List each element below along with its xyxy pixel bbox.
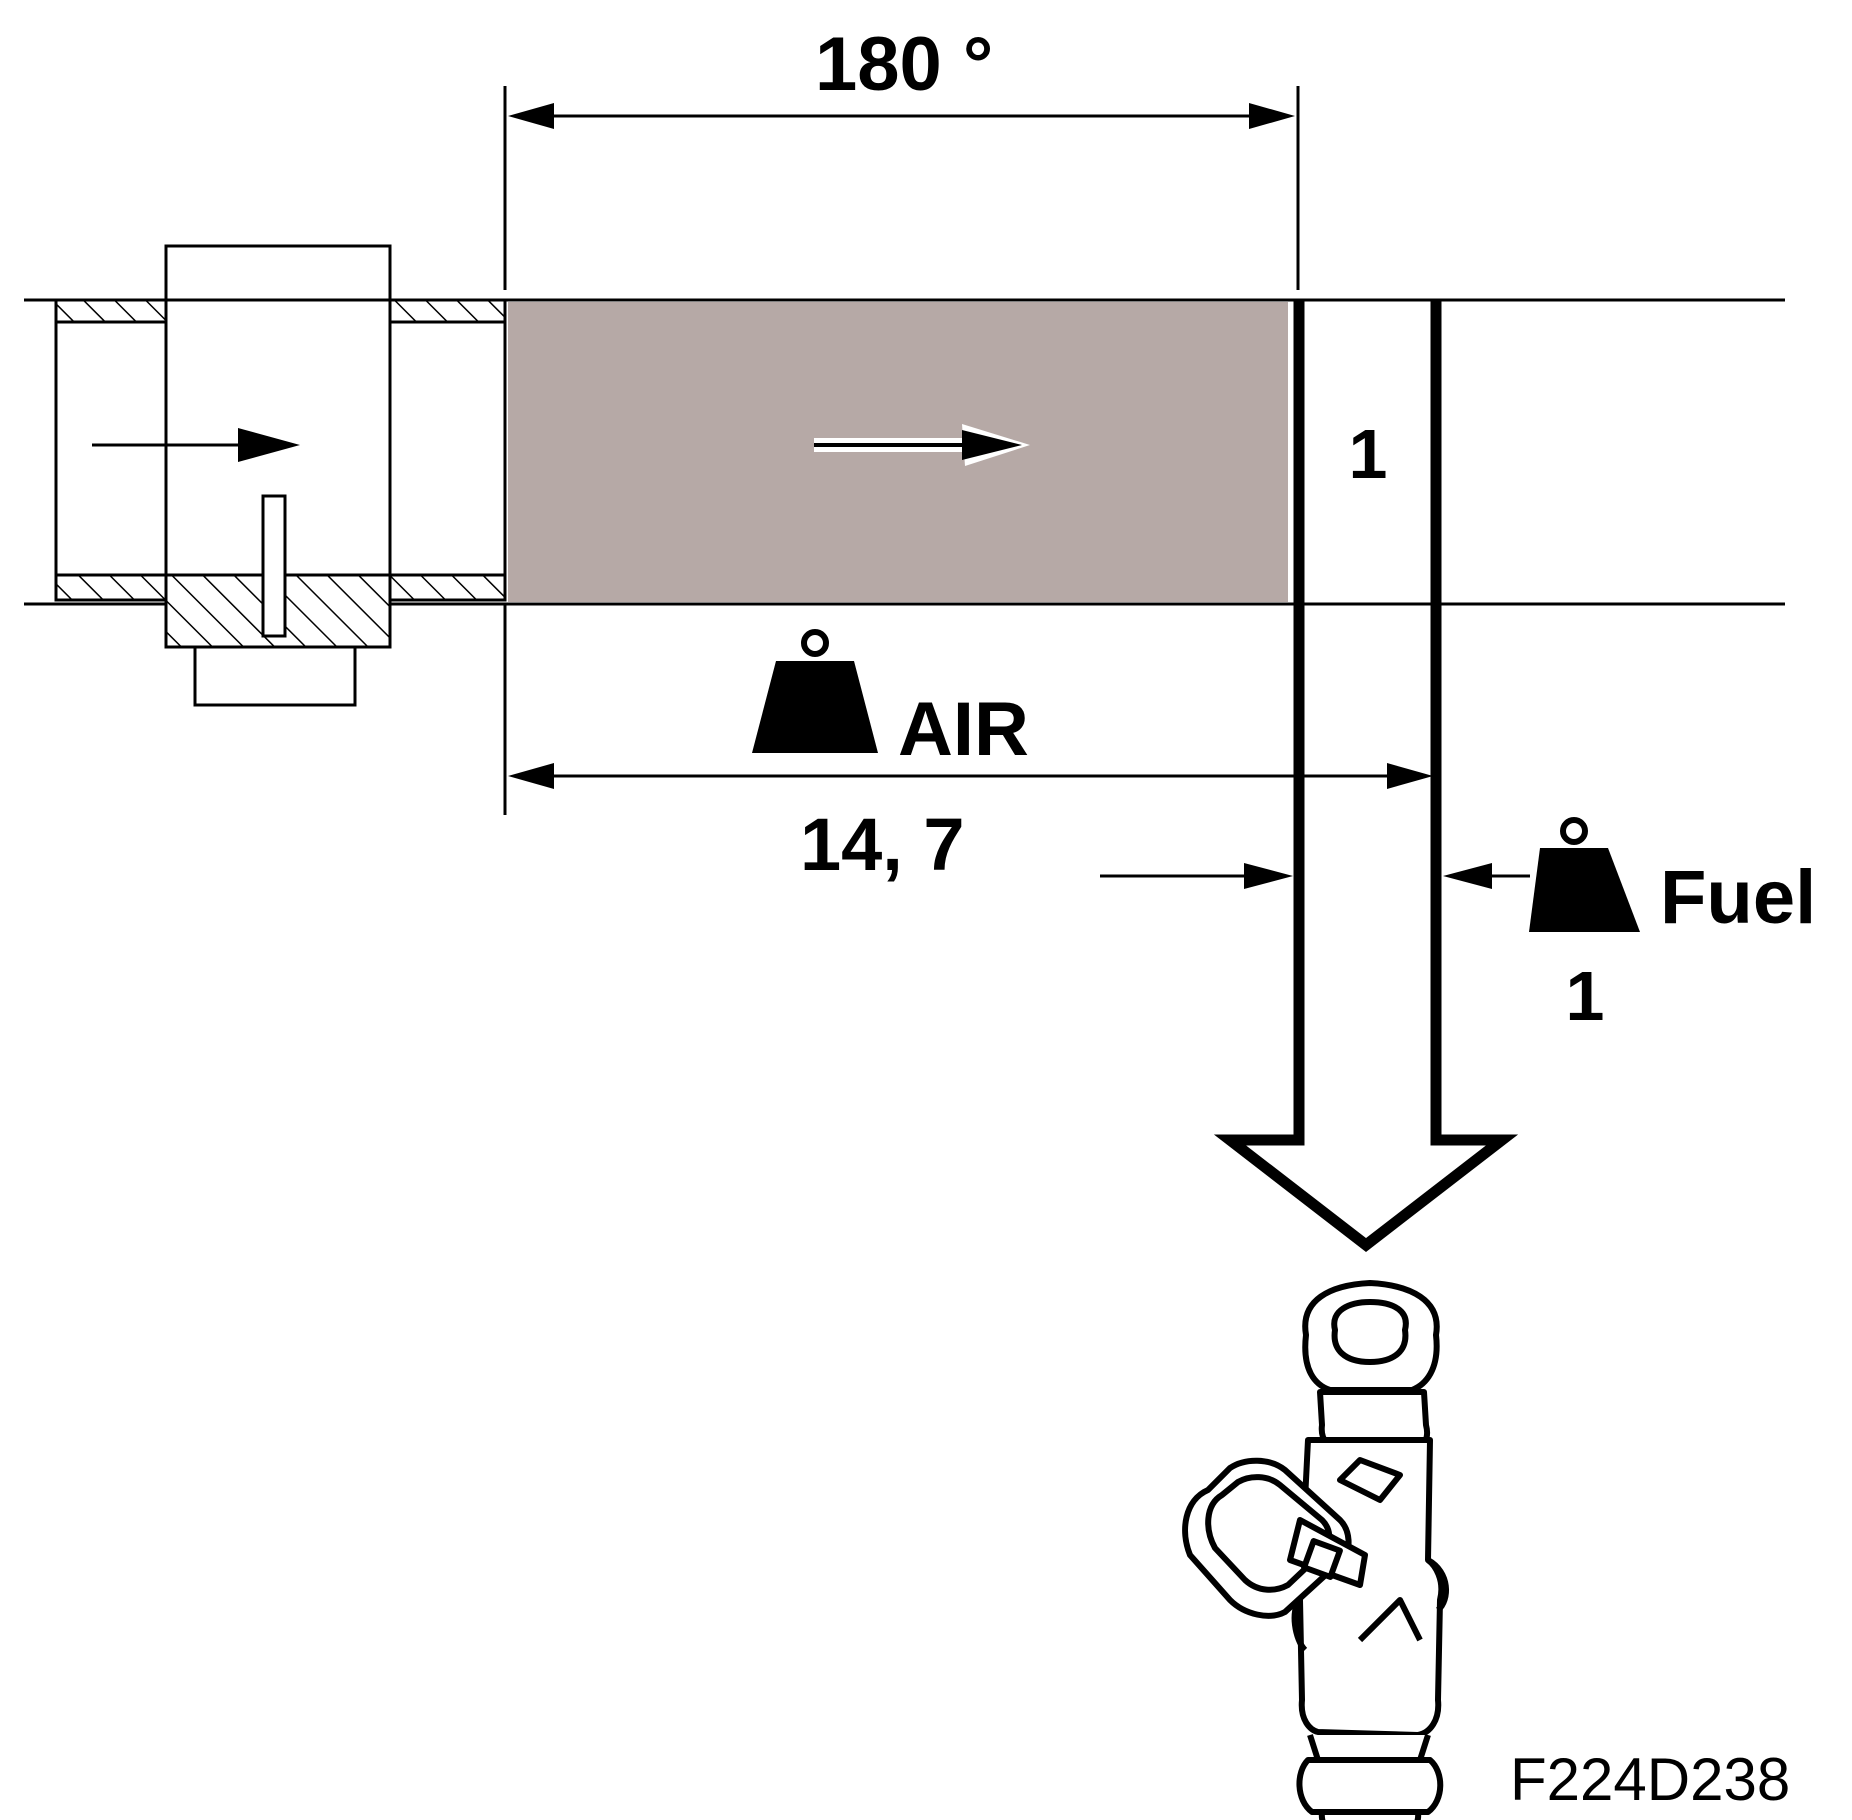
fuel-injector-icon (1182, 1280, 1450, 1820)
meter-wall-hatch-top-left (54, 298, 168, 324)
fuel-weight-icon (1529, 817, 1640, 932)
air-portion-value: 1 (1349, 415, 1388, 493)
crank-angle-label: 180 ° (815, 22, 993, 107)
meter-wall-hatch-top-right (388, 298, 507, 324)
air-label: AIR (898, 687, 1029, 772)
ratio-dimension (503, 604, 1433, 815)
fuel-entry-arrow-right-icon (1443, 863, 1530, 889)
fuel-label: Fuel (1660, 855, 1816, 940)
air-weight-icon (752, 629, 878, 753)
fuel-portion-value: 1 (1566, 957, 1605, 1035)
fuel-entry-arrow-left-icon (1100, 863, 1293, 889)
air-flow-meter (54, 244, 507, 707)
meter-wall-hatch-bottom-left (54, 573, 168, 602)
sensor-probe (261, 494, 287, 638)
crank-angle-dimension (503, 86, 1300, 290)
air-flow-arrow-icon (814, 424, 1030, 466)
ratio-label: 14, 7 (800, 803, 965, 886)
figure-code: F224D238 (1510, 1746, 1790, 1813)
charge-to-cylinder-arrow (1213, 300, 1519, 1252)
incoming-air-arrow-icon (92, 428, 300, 462)
meter-wall-hatch-bottom-right (388, 573, 507, 602)
sensor-connector (193, 645, 357, 707)
